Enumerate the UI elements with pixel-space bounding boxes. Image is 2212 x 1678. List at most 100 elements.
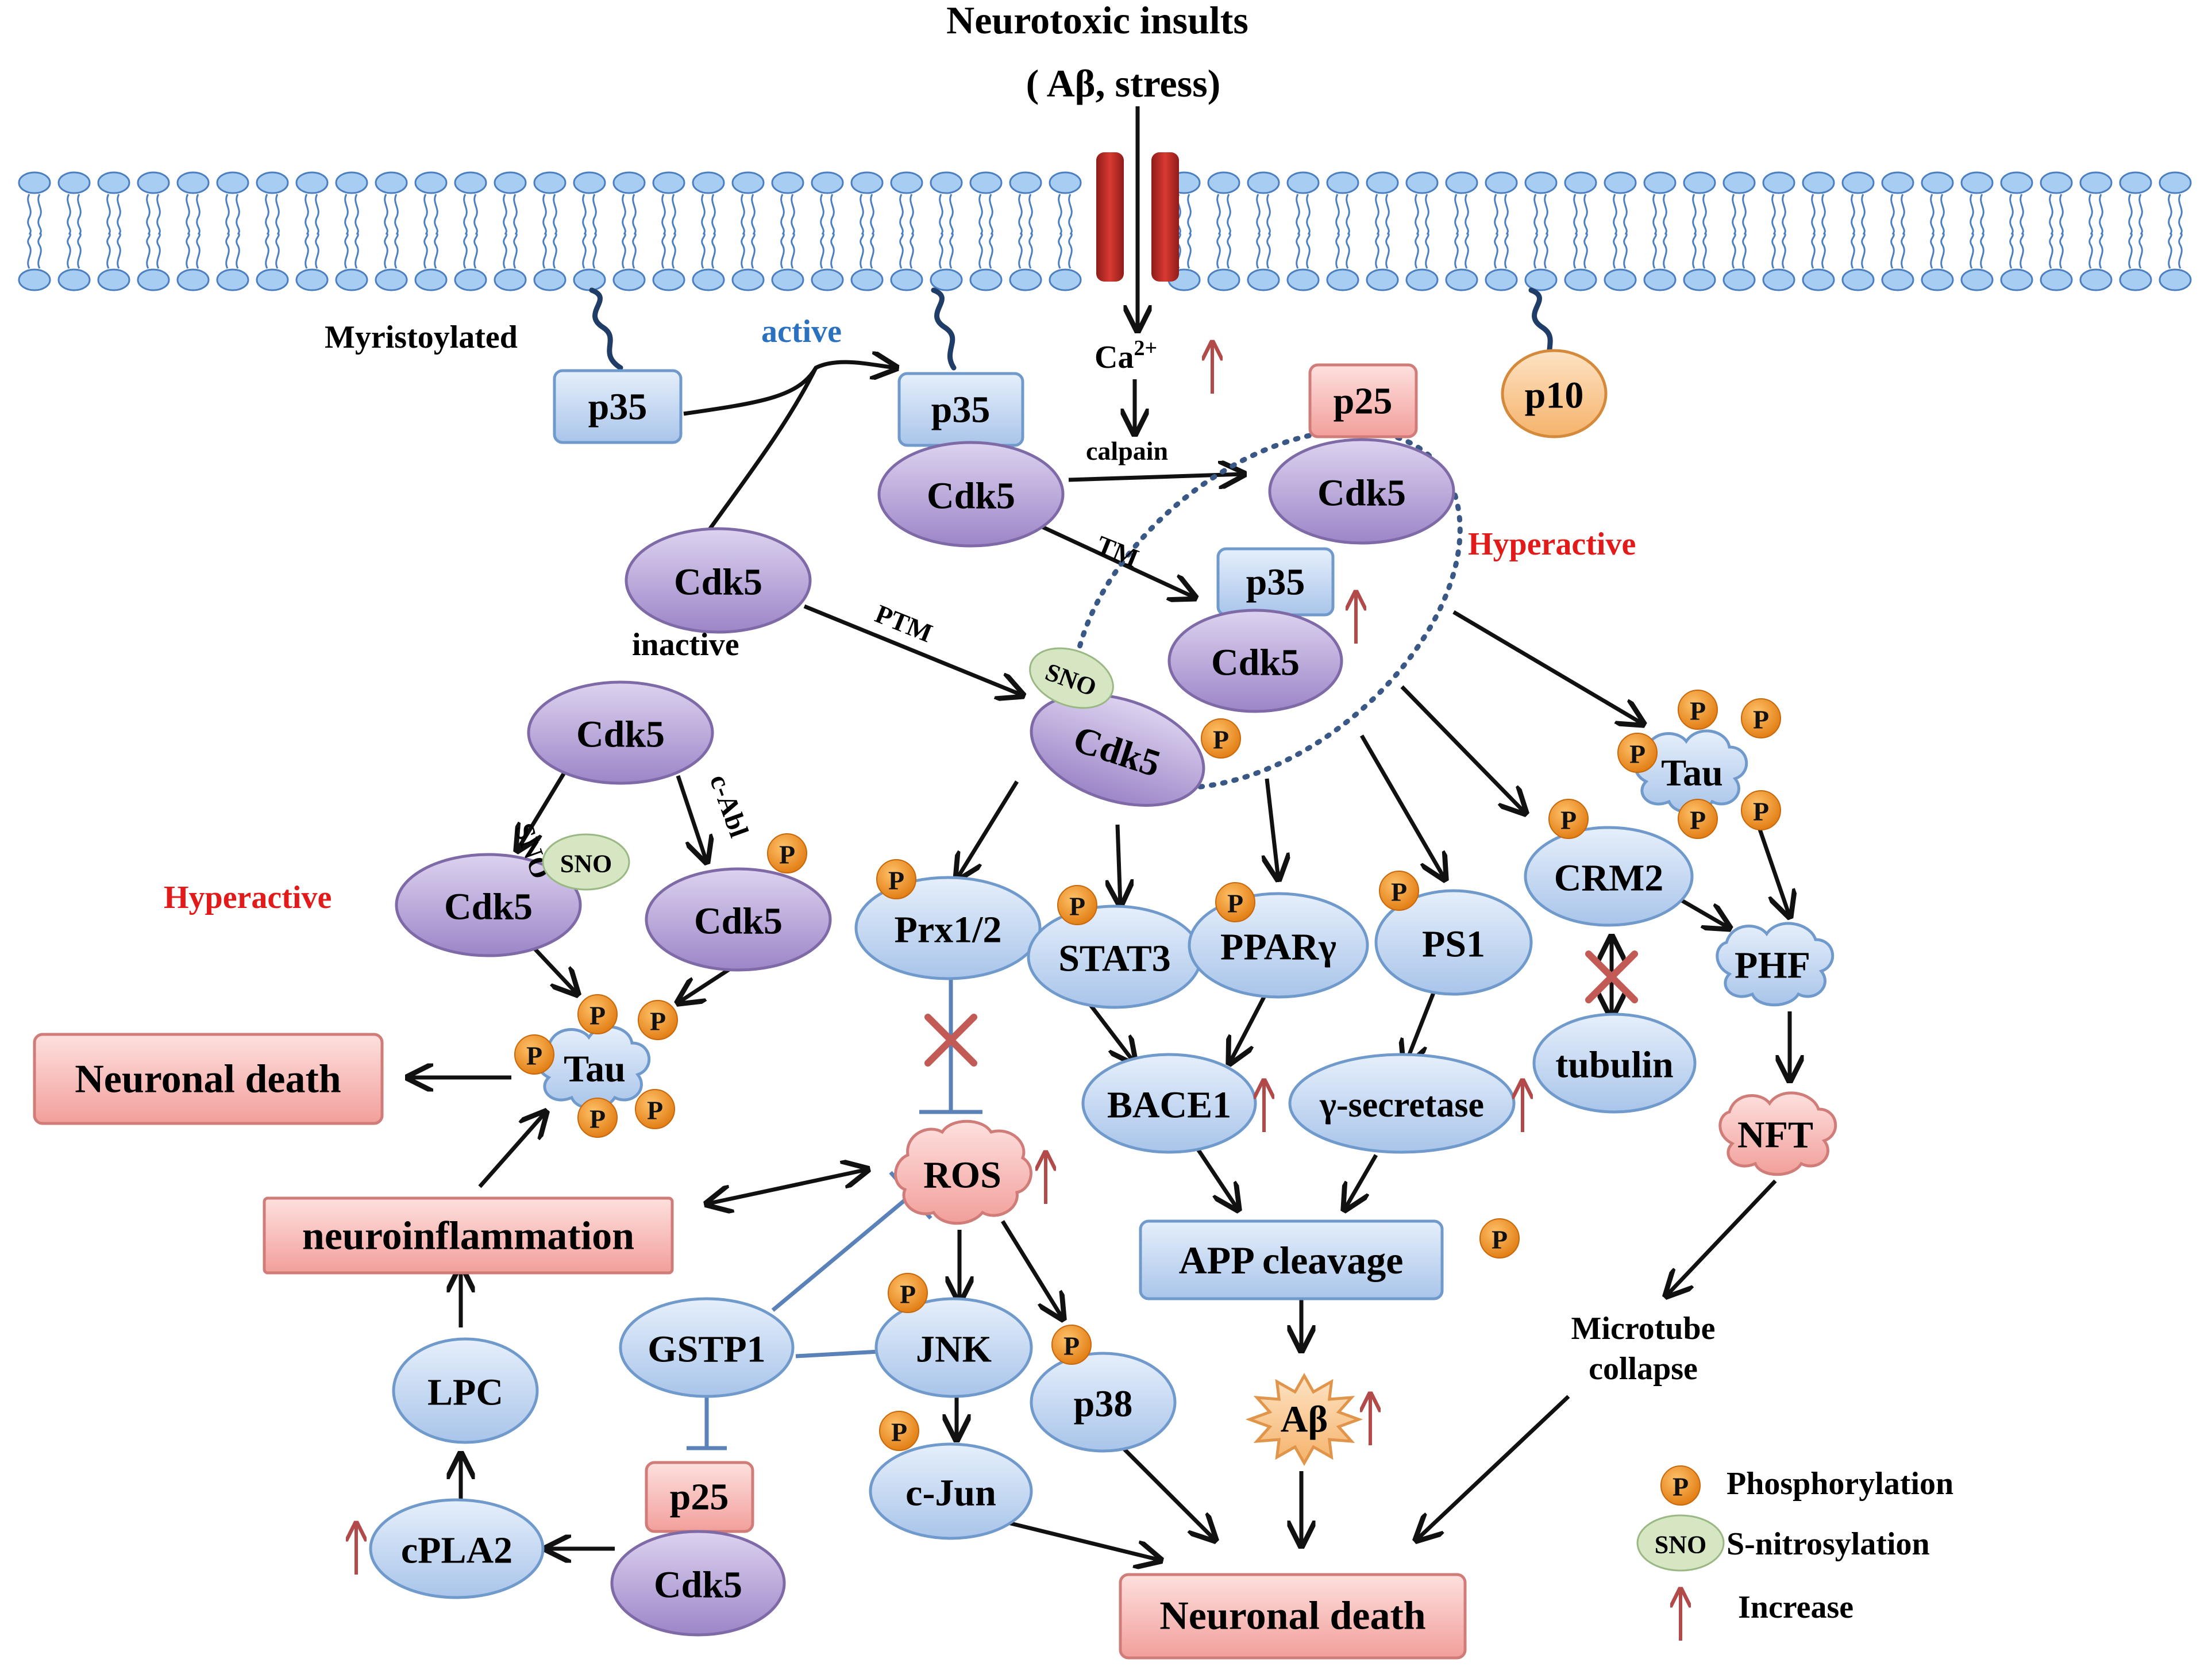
- legend: Phosphorylation S-nitrosylation Increase: [1727, 1466, 1953, 1625]
- svg-text:tubulin: tubulin: [1555, 1044, 1673, 1086]
- header-title: Neurotoxic insults: [946, 0, 1248, 42]
- sno-badges: SNO SNO SNO: [542, 647, 1725, 1572]
- svg-text:BACE1: BACE1: [1107, 1084, 1231, 1126]
- label-calpain: calpain: [1086, 436, 1168, 465]
- node-cdk5-active: Cdk5: [877, 441, 1065, 548]
- svg-text:CRM2: CRM2: [1554, 857, 1664, 899]
- label-cabl-edge: c-Abl: [704, 771, 754, 841]
- label-hyperactive-right: Hyperactive: [1468, 526, 1636, 562]
- sno-badge-legend: SNO: [1636, 1514, 1725, 1572]
- svg-text:STAT3: STAT3: [1058, 938, 1171, 980]
- svg-text:p35: p35: [931, 389, 991, 431]
- svg-text:GSTP1: GSTP1: [648, 1329, 765, 1371]
- label-hyperactive-left: Hyperactive: [164, 880, 332, 915]
- svg-text:p35: p35: [1246, 561, 1305, 603]
- svg-text:p35: p35: [588, 386, 648, 428]
- label-active: active: [761, 314, 842, 349]
- svg-text:Cdk5: Cdk5: [1317, 472, 1406, 514]
- svg-text:Neuronal death: Neuronal death: [1159, 1594, 1425, 1638]
- block-marks: [924, 950, 1638, 1067]
- svg-text:P: P: [647, 1096, 663, 1125]
- arrow-ptm: [803, 604, 1023, 695]
- svg-text:SNO: SNO: [1655, 1531, 1706, 1559]
- svg-text:p38: p38: [1074, 1383, 1133, 1425]
- phospho-stat3: P: [1057, 885, 1097, 925]
- node-bace1: BACE1: [1081, 1053, 1257, 1154]
- svg-text:P: P: [1690, 696, 1706, 726]
- node-cdk5-sno-left: Cdk5: [395, 853, 582, 957]
- arrow-crm2-phf: [1674, 894, 1729, 928]
- legend-phosphorylation: Phosphorylation: [1727, 1466, 1953, 1502]
- node-nft: NFT: [1718, 1091, 1837, 1176]
- svg-text:SNO: SNO: [560, 850, 612, 878]
- phospho-cdk5-cabl: P: [767, 833, 807, 873]
- phospho-cdk5-ptm: P: [1201, 718, 1241, 759]
- node-tubulin: tubulin: [1532, 1013, 1697, 1114]
- svg-text:Neuronal death: Neuronal death: [75, 1057, 341, 1102]
- svg-text:LPC: LPC: [427, 1372, 503, 1414]
- arrow-ppar-bace1: [1230, 996, 1266, 1063]
- arrow-to-tau-right: [1452, 610, 1643, 724]
- pathway-edges: [408, 106, 1790, 1560]
- node-cdk5-cabl: Cdk5: [645, 867, 832, 972]
- label-microtube-2: collapse: [1589, 1351, 1698, 1387]
- label-myristoylated: Myristoylated: [325, 320, 518, 355]
- arrow-to-stat3: [1117, 824, 1120, 905]
- node-cdk5-bottom: Cdk5: [610, 1530, 786, 1637]
- node-cjun: c-Jun: [869, 1442, 1033, 1540]
- node-crm2: CRM2: [1524, 826, 1694, 927]
- svg-text:Cdk5: Cdk5: [674, 561, 762, 603]
- arrow-snocdk5-tau: [530, 944, 577, 994]
- sno-badge-left: SNO: [542, 833, 630, 891]
- label-microtube-1: Microtube: [1571, 1311, 1716, 1346]
- phospho-tau-left-3: P: [514, 1034, 554, 1075]
- arrow-calpain: [1068, 474, 1244, 480]
- node-ps1: PS1: [1374, 889, 1533, 996]
- sno-badge-ptm: SNO: [1029, 647, 1114, 709]
- phospho-jnk: P: [888, 1273, 928, 1313]
- arrow-cjun-death: [996, 1518, 1161, 1560]
- svg-text:cPLA2: cPLA2: [401, 1530, 512, 1572]
- svg-text:NFT: NFT: [1737, 1114, 1813, 1156]
- svg-text:P: P: [1213, 725, 1229, 755]
- node-neuronal-death-bottom: Neuronal death: [1119, 1573, 1467, 1660]
- svg-text:Aβ: Aβ: [1281, 1399, 1328, 1441]
- node-phf: PHF: [1716, 922, 1835, 1007]
- label-tm: TM: [1092, 530, 1143, 573]
- arrow-p35-active: [683, 362, 896, 416]
- svg-text:Cdk5: Cdk5: [927, 475, 1015, 517]
- arrow-p38-death: [1110, 1435, 1215, 1540]
- svg-text:Cdk5: Cdk5: [694, 900, 783, 942]
- svg-text:P: P: [1492, 1225, 1508, 1254]
- arrow-bace1-app: [1196, 1148, 1238, 1210]
- node-p35-tm: p35: [1216, 547, 1335, 617]
- node-neuronal-death-left: Neuronal death: [33, 1033, 384, 1125]
- svg-text:PPARγ: PPARγ: [1220, 926, 1336, 968]
- svg-text:P: P: [589, 1001, 606, 1030]
- phospho-crm2: P: [1548, 799, 1589, 839]
- node-prx: Prx1/2: [854, 876, 1042, 980]
- calcium-channel: [1096, 152, 1179, 282]
- arrow-tm: [1039, 524, 1195, 598]
- node-lpc: LPC: [392, 1337, 539, 1444]
- node-ppar: PPARγ: [1188, 892, 1369, 999]
- svg-text:P: P: [526, 1041, 542, 1071]
- arrow-to-ppar: [1267, 778, 1278, 879]
- node-gstp1: GSTP1: [619, 1297, 795, 1398]
- node-jnk: JNK: [874, 1297, 1033, 1398]
- svg-text:P: P: [900, 1280, 916, 1309]
- header-subtitle: ( Aβ, stress): [1026, 61, 1221, 105]
- arrow-ros-p38: [1001, 1220, 1063, 1319]
- phospho-ppar: P: [1215, 882, 1255, 922]
- svg-text:P: P: [1673, 1472, 1689, 1502]
- node-cdk5-p25: Cdk5: [1268, 438, 1455, 545]
- svg-text:p10: p10: [1525, 375, 1584, 417]
- svg-text:p25: p25: [1334, 380, 1393, 422]
- svg-text:P: P: [1063, 1331, 1080, 1361]
- phospho-tau-right-5: P: [1741, 790, 1781, 830]
- node-cpla2: cPLA2: [369, 1498, 545, 1599]
- node-ros: ROS: [894, 1119, 1032, 1225]
- svg-text:Cdk5: Cdk5: [576, 714, 665, 756]
- phospho-tau-left-5: P: [635, 1089, 675, 1129]
